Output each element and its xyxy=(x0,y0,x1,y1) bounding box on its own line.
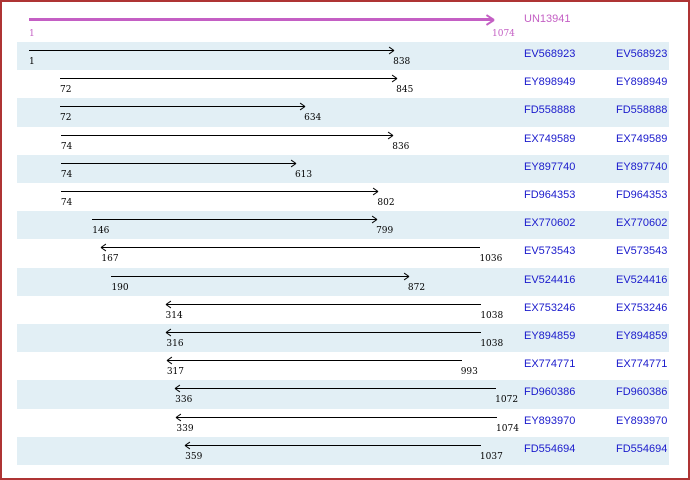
accession-label-2[interactable]: EX749589 xyxy=(616,132,668,145)
accession-label[interactable]: EY894859 xyxy=(524,330,576,342)
accession-label[interactable]: EV573543 xyxy=(524,245,576,258)
accession-label[interactable]: FD960386 xyxy=(524,386,576,399)
start-coordinate: 339 xyxy=(176,423,194,434)
alignment-arrow xyxy=(185,444,481,446)
end-coordinate: 845 xyxy=(396,85,414,96)
alignment-row: 74 836 EX749589 EX749589 xyxy=(17,127,669,155)
end-coordinate: 1038 xyxy=(480,310,504,321)
start-coordinate: 74 xyxy=(60,141,73,152)
alignment-row: 317 993 EX774771 EX774771 xyxy=(17,352,669,380)
alignment-arrow xyxy=(165,303,482,305)
alignment-arrow xyxy=(101,247,481,249)
alignment-row: 72 845 EY898949 EY898949 xyxy=(17,70,669,98)
accession-label[interactable]: EY897740 xyxy=(524,160,576,173)
accession-label[interactable]: EX753246 xyxy=(524,301,576,314)
end-coordinate: 872 xyxy=(407,282,426,293)
start-coordinate: 74 xyxy=(60,169,73,180)
alignment-arrow xyxy=(60,162,296,164)
alignment-arrow xyxy=(59,106,306,108)
start-coordinate: 72 xyxy=(59,85,72,96)
end-coordinate: 993 xyxy=(460,367,478,378)
accession-label[interactable]: FD558888 xyxy=(524,104,576,117)
alignment-row: 167 1036 EV573543 EV573543 xyxy=(17,239,669,267)
end-coordinate: 1037 xyxy=(479,451,503,462)
alignment-arrow xyxy=(92,219,378,221)
accession-label-2[interactable]: EY893970 xyxy=(616,414,668,427)
alignment-row: 146 799 EX770602 EX770602 xyxy=(17,211,669,240)
end-coordinate: 634 xyxy=(304,113,322,124)
accession-label[interactable]: EY893970 xyxy=(524,414,576,427)
alignment-arrow xyxy=(59,78,398,80)
accession-label-2[interactable]: FD558888 xyxy=(616,104,668,117)
accession-label[interactable]: EY898949 xyxy=(524,76,576,89)
start-coordinate: 167 xyxy=(101,254,119,265)
accession-label-2[interactable]: EY898949 xyxy=(616,76,668,89)
accession-label[interactable]: FD964353 xyxy=(524,189,576,201)
accession-label[interactable]: EX749589 xyxy=(524,132,576,145)
accession-label-2[interactable]: EV568923 xyxy=(616,48,668,60)
alignment-row: 314 1038 EX753246 EX753246 xyxy=(17,296,669,324)
end-coordinate: 613 xyxy=(294,169,313,180)
accession-label[interactable]: EV524416 xyxy=(524,273,576,286)
accession-label[interactable]: EX770602 xyxy=(524,217,576,230)
alignment-row: 190 872 EV524416 EV524416 xyxy=(17,267,669,296)
accession-label[interactable]: FD554694 xyxy=(524,442,576,455)
end-coordinate: 802 xyxy=(377,198,395,208)
start-coordinate: 74 xyxy=(60,198,73,208)
end-coordinate: 836 xyxy=(392,141,410,152)
reference-start-coordinate: 1 xyxy=(29,29,35,39)
start-coordinate: 314 xyxy=(165,310,183,321)
alignment-arrow xyxy=(111,275,409,277)
alignment-row: 339 1074 EY893970 EY893970 xyxy=(17,409,669,437)
accession-label-2[interactable]: FD960386 xyxy=(616,386,668,399)
end-coordinate: 1074 xyxy=(496,423,519,434)
alignment-arrow xyxy=(60,191,379,192)
alignment-row: 74 613 EY897740 EY897740 xyxy=(17,154,669,183)
accession-label[interactable]: EX774771 xyxy=(524,358,576,371)
end-coordinate: 1036 xyxy=(479,254,503,265)
end-coordinate: 799 xyxy=(376,226,394,237)
alignment-arrow xyxy=(166,360,462,362)
accession-label-2[interactable]: FD964353 xyxy=(616,189,668,201)
end-coordinate: 1072 xyxy=(495,395,519,406)
start-coordinate: 317 xyxy=(166,367,185,378)
alignment-arrow xyxy=(175,388,497,390)
start-coordinate: 336 xyxy=(175,395,193,406)
alignment-row: 316 1038 EY894859 EY894859 xyxy=(17,324,669,353)
alignment-row: 359 1037 FD554694 FD554694 xyxy=(17,436,669,465)
accession-label-2[interactable]: FD554694 xyxy=(616,442,668,455)
alignment-arrow xyxy=(166,332,482,333)
start-coordinate: 316 xyxy=(166,339,184,349)
alignment-row: 1 838 EV568923 EV568923 xyxy=(17,42,669,71)
alignment-arrow xyxy=(29,50,395,51)
alignment-row: 72 634 FD558888 FD558888 xyxy=(17,98,669,127)
start-coordinate: 146 xyxy=(92,226,110,237)
accession-label-2[interactable]: EX774771 xyxy=(616,358,668,371)
accession-label-2[interactable]: EY897740 xyxy=(616,160,668,173)
reference-end-coordinate: 1074 xyxy=(492,29,515,39)
start-coordinate: 72 xyxy=(59,113,72,124)
alignment-arrow xyxy=(60,134,394,136)
start-coordinate: 359 xyxy=(185,451,203,462)
end-coordinate: 838 xyxy=(393,57,411,67)
reference-arrow xyxy=(29,18,493,21)
alignment-arrow xyxy=(176,416,498,418)
alignment-row: 74 802 FD964353 FD964353 xyxy=(17,183,669,211)
start-coordinate: 190 xyxy=(111,282,129,293)
accession-label[interactable]: EV568923 xyxy=(524,48,576,60)
start-coordinate: 1 xyxy=(29,57,35,67)
accession-label-2[interactable]: EX770602 xyxy=(616,217,668,230)
accession-label-2[interactable]: EV573543 xyxy=(616,245,668,258)
accession-label-2[interactable]: EV524416 xyxy=(616,273,668,286)
accession-label-2[interactable]: EX753246 xyxy=(616,301,668,314)
end-coordinate: 1038 xyxy=(480,339,504,349)
reference-label: UN13941 xyxy=(524,13,571,25)
accession-label-2[interactable]: EY894859 xyxy=(616,330,668,342)
alignment-row: 336 1072 FD960386 FD960386 xyxy=(17,380,669,409)
